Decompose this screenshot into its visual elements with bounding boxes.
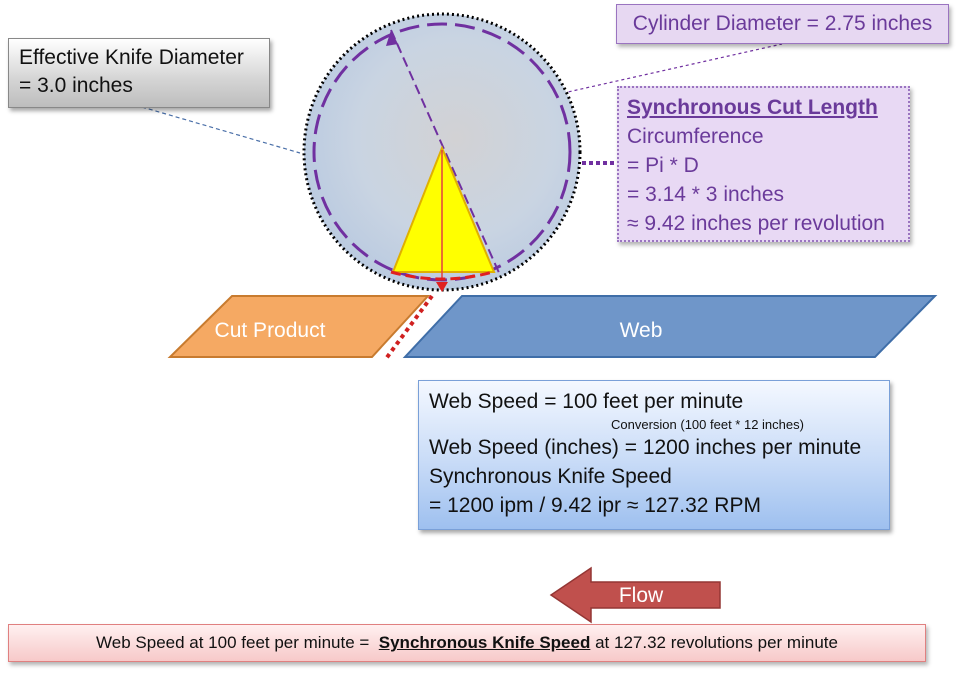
sync-cut-title: Synchronous Cut Length [627,96,878,119]
synchronous-cut-length-box: Synchronous Cut Length Circumference = P… [617,86,910,242]
sync-knife-speed-heading: Synchronous Knife Speed [429,465,672,488]
sync-cut-line: = Pi * D [627,154,699,177]
web-speed-inches-line: Web Speed (inches) = 1200 inches per min… [429,436,862,459]
web-shape [402,295,938,358]
knife-cut-arc [390,270,494,281]
summary-emphasis: Synchronous Knife Speed [378,633,591,652]
sync-cut-line: Circumference [627,125,764,148]
summary-banner: Web Speed at 100 feet per minute = Synch… [8,624,926,662]
summary-suffix: at 127.32 revolutions per minute [590,633,838,652]
summary-prefix: Web Speed at 100 feet per minute = [96,633,379,652]
knife-label-line1: Effective Knife Diameter [19,46,244,69]
diameter-arrowhead [386,30,398,46]
knife-leader-line [141,106,301,154]
sync-cut-line: ≈ 9.42 inches per revolution [627,212,885,235]
knife-label-line2: = 3.0 inches [19,74,133,97]
cut-line [383,294,434,362]
web-label: Web [620,319,663,342]
knife-tip-arrow [436,282,448,292]
sync-knife-speed-result: = 1200 ipm / 9.42 ipr ≈ 127.32 RPM [429,494,761,517]
knife-blade [391,145,496,273]
cylinder-diameter-label: Cylinder Diameter = 2.75 inches [616,4,949,44]
flow-label: Flow [619,584,664,607]
sync-cut-line: = 3.14 * 3 inches [627,183,785,206]
cut-product-label: Cut Product [215,319,326,342]
web-speed-line: Web Speed = 100 feet per minute [429,390,744,413]
speed-calculation-box: Web Speed = 100 feet per minute Conversi… [418,380,890,530]
effective-knife-diameter-label: Effective Knife Diameter = 3.0 inches [8,38,270,108]
conversion-note: Conversion (100 feet * 12 inches) [611,417,804,432]
flow-arrow [549,566,721,624]
cut-product-shape [167,295,431,358]
